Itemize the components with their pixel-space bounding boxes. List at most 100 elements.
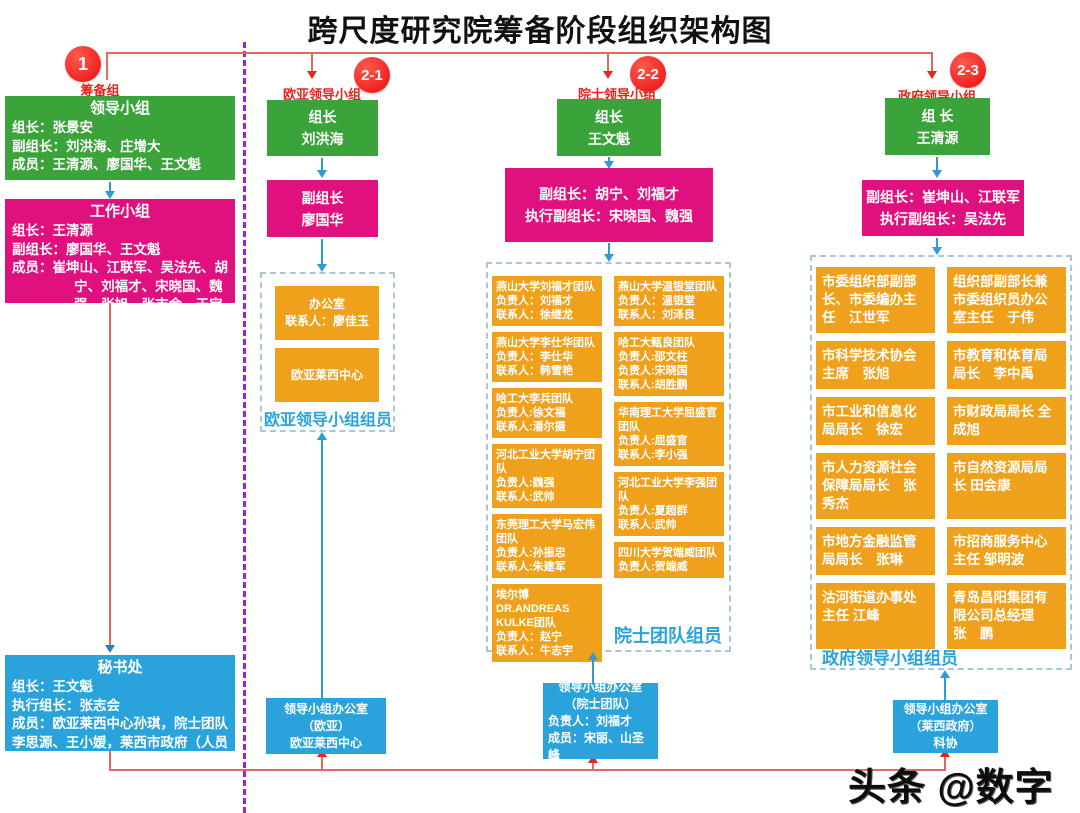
secretariat-lines: 组长：王文魁执行组长：张志会成员：欧亚莱西中心孙琪，院士团队李思源、王小媛，莱西… <box>12 679 228 768</box>
working-group-title: 工作小组 <box>89 203 150 220</box>
leading-group-title: 领导小组 <box>89 100 150 117</box>
up-arrow-academician-office <box>588 755 598 763</box>
connector-working-secretariat <box>109 303 111 645</box>
team-card-lines: 河北工业大学胡宁团队负责人:魏强联系人:武帅 <box>496 449 595 503</box>
down-arrow-euro <box>307 71 317 79</box>
connector-acad-2 <box>608 243 610 255</box>
connector-acad-1 <box>608 157 610 162</box>
down-arrow-government <box>927 71 937 79</box>
down-arrow-gov-frame <box>932 247 942 255</box>
down-arrow-gov-deputy <box>932 170 942 178</box>
academician-leader-lines: 组长王文魁 <box>588 108 630 147</box>
connector-gov-2 <box>936 238 938 248</box>
government-member-card: 沽河街道办事处主任 江峰 <box>816 583 935 649</box>
government-member-row: 市地方金融监管局局长 张琳 市招商服务中心主任 邹明波 <box>816 527 1066 575</box>
euro-deputy-lines: 副组长廖国华 <box>301 189 344 228</box>
government-deputy-box: 副组长：崔坤山、江联军执行副组长：吴法先 <box>862 180 1024 236</box>
badge-2-1: 2-1 <box>354 57 390 93</box>
badge-2-3: 2-3 <box>950 52 986 88</box>
label-euro-group: 欧亚领导小组 <box>282 87 361 102</box>
team-card-lines: 华南理工大学屈盛官团队负责人:屈盛官联系人:李小强 <box>618 407 717 461</box>
badge-1: 1 <box>65 46 101 82</box>
euro-team-list: 办公室联系人：廖佳玉 欧亚莱西中心 <box>275 286 379 402</box>
team-card: 河北工业大学李强团队负责人:夏超群联系人:武帅 <box>614 472 724 536</box>
team-card: 哈工大李兵团队负责人:徐文福联系人:潘尔摄 <box>492 388 602 438</box>
label-prep-group: 筹备组 <box>80 83 120 98</box>
connector-stem-academician <box>607 52 609 72</box>
team-card: 东莞理工大学马宏伟团队负责人:孙振忠联系人:朱建军 <box>492 514 602 578</box>
bottom-stem-academician <box>592 763 594 770</box>
team-card-lines: 燕山大学李仕华团队负责人：李仕华联系人：韩雪艳 <box>496 337 595 377</box>
team-card: 四川大学贺端威团队负责人:贺端威 <box>614 542 724 578</box>
euro-members-frame <box>260 272 395 432</box>
euro-office-lines: 领导小组办公室（欧亚）欧亚莱西中心 <box>283 701 368 750</box>
down-arrow-academician <box>603 71 613 79</box>
government-member-card: 青岛昌阳集团有限公司总经理 张 鹏 <box>947 583 1066 649</box>
euro-leader-box: 组长刘洪海 <box>267 100 378 156</box>
government-member-card: 市自然资源局局长 田会康 <box>947 453 1066 519</box>
bottom-stem-government <box>944 757 946 769</box>
chart-title: 跨尺度研究院筹备阶段组织架构图 <box>307 15 773 48</box>
academician-team-list-right: 燕山大学温银堂团队负责人：温银堂联系人：刘泽良 哈工大甄良团队负责人:邵文柱负责… <box>614 276 724 578</box>
bottom-connector-line <box>109 769 946 771</box>
euro-team-card: 办公室联系人：廖佳玉 <box>275 286 379 340</box>
government-member-row: 市科学技术协会主席 张旭 市教育和体育局局长 李中禹 <box>816 341 1066 389</box>
government-leader-box: 组 长王清源 <box>885 98 990 155</box>
team-card: 埃尔博DR.ANDREAS KULKE团队负责人：赵宁联系人：牛志宇 <box>492 584 602 662</box>
government-member-card: 市教育和体育局局长 李中禹 <box>947 341 1066 389</box>
team-card-lines: 哈工大甄良团队负责人:邵文柱负责人:宋晓国联系人:胡胜鹏 <box>618 337 695 391</box>
government-member-card: 市招商服务中心主任 邹明波 <box>947 527 1066 575</box>
team-card: 河北工业大学胡宁团队负责人:魏强联系人:武帅 <box>492 444 602 508</box>
connector-acad-office <box>592 660 594 683</box>
connector-leading-working <box>109 182 111 192</box>
secretariat-box: 秘书处 组长：王文魁执行组长：张志会成员：欧亚莱西中心孙琪，院士团队李思源、王小… <box>5 655 235 768</box>
academician-deputy-box: 副组长：胡宁、刘福才执行副组长：宋晓国、魏强 <box>505 168 713 242</box>
working-group-box: 工作小组 组长：王清源副组长：廖国华、王文魁成员：崔坤山、江联军、吴法先、胡宁、… <box>5 199 235 331</box>
team-card-lines: 燕山大学温银堂团队负责人：温银堂联系人：刘泽良 <box>618 281 717 321</box>
connector-gov-office <box>944 678 946 700</box>
team-card: 哈工大甄良团队负责人:邵文柱负责人:宋晓国联系人:胡胜鹏 <box>614 332 724 396</box>
down-arrow-acad-frame <box>604 254 614 262</box>
up-arrow-gov-frame <box>940 670 950 678</box>
government-member-row: 市工业和信息化局局长 徐宏 市财政局局长 全成旭 <box>816 397 1066 445</box>
academician-office-lines: 领导小组办公室（院士团队）负责人：刘福才成员：宋丽、山圣峰 <box>548 679 645 762</box>
government-member-card: 市委组织部副部长、市委编办主任 江世军 <box>816 267 935 333</box>
leading-group-lines: 组长：张景安副组长：刘洪海、庄增大成员：王清源、廖国华、王文魁 <box>12 120 201 172</box>
team-card-lines: 河北工业大学李强团队负责人:夏超群联系人:武帅 <box>618 477 717 531</box>
government-member-card: 市科学技术协会主席 张旭 <box>816 341 935 389</box>
government-office-box: 领导小组办公室（莱西政府）科协 <box>893 700 998 753</box>
connector-stem-government <box>931 52 933 72</box>
team-card: 燕山大学李仕华团队负责人：李仕华联系人：韩雪艳 <box>492 332 602 382</box>
up-arrow-acad-frame <box>588 652 598 660</box>
working-group-lines: 组长：王清源副组长：廖国华、王文魁成员：崔坤山、江联军、吴法先、胡宁、刘福才、宋… <box>12 223 228 331</box>
government-member-card: 市工业和信息化局局长 徐宏 <box>816 397 935 445</box>
academician-members-frame <box>486 262 731 652</box>
euro-members-label: 欧亚领导小组组员 <box>264 412 393 429</box>
top-connector-stub-left <box>106 52 108 80</box>
secretariat-bottom-stub <box>109 751 111 771</box>
team-card-lines: 哈工大李兵团队负责人:徐文福联系人:潘尔摄 <box>496 393 573 433</box>
government-member-card: 市人力资源社会保障局局长 张秀杰 <box>816 453 935 519</box>
connector-euro-1 <box>321 158 323 171</box>
down-arrow-working <box>105 191 115 199</box>
connector-stem-euro <box>311 52 313 72</box>
academician-office-box: 领导小组办公室（院士团队）负责人：刘福才成员：宋丽、山圣峰 <box>543 680 658 762</box>
government-office-lines: 领导小组办公室（莱西政府）科协 <box>903 702 988 750</box>
government-deputy-lines: 副组长：崔坤山、江联军执行副组长：吴法先 <box>866 189 1020 227</box>
up-arrow-government-office <box>940 749 950 757</box>
academician-deputy-lines: 副组长：胡宁、刘福才执行副组长：宋晓国、魏强 <box>525 186 693 224</box>
team-card: 燕山大学刘福才团队负责人：刘福才联系人：徐继龙 <box>492 276 602 326</box>
bottom-stem-euro <box>321 757 323 769</box>
up-arrow-euro-frame <box>317 432 327 440</box>
euro-team-card: 欧亚莱西中心 <box>275 348 379 402</box>
government-member-rows: 市委组织部副部长、市委编办主任 江世军 组织部副部长兼市委组织员办公室主任 于伟… <box>816 267 1066 649</box>
government-member-card: 市地方金融监管局局长 张琳 <box>816 527 935 575</box>
government-members-label: 政府领导小组组员 <box>822 649 958 668</box>
euro-team-card-lines: 欧亚莱西中心 <box>290 367 363 382</box>
euro-team-card-lines: 办公室联系人：廖佳玉 <box>284 297 369 328</box>
top-connector-line <box>107 52 933 54</box>
label-academician-group: 院士领导小组 <box>577 87 656 102</box>
euro-leader-lines: 组长刘洪海 <box>301 109 344 147</box>
euro-deputy-box: 副组长廖国华 <box>267 180 378 237</box>
